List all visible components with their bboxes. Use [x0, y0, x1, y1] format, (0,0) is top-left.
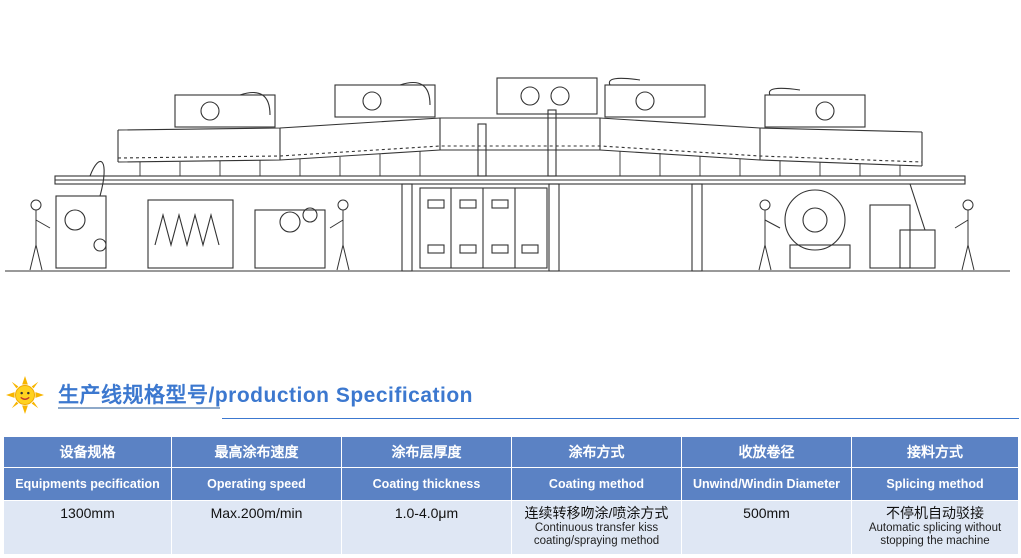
- header-en-thickness: Coating thickness: [341, 467, 512, 501]
- header-en-speed: Operating speed: [171, 467, 342, 501]
- thickness-value: 1.0-4.0μm: [394, 505, 459, 521]
- header-en-splicing: Splicing method: [851, 467, 1019, 501]
- production-line-drawing: [5, 77, 1010, 272]
- cell-speed: Max.200m/min: [171, 500, 342, 555]
- diameter-value: 500mm: [743, 505, 790, 521]
- header-en-method: Coating method: [511, 467, 682, 501]
- method-zh: 连续转移吻涂/喷涂方式: [524, 505, 669, 521]
- header-en-diameter: Unwind/Windin Diameter: [681, 467, 852, 501]
- header-row-en: Equipments pecification Operating speed …: [3, 467, 1019, 501]
- header-row-zh: 设备规格 最高涂布速度 涂布层厚度 涂布方式 收放卷径 接料方式: [3, 436, 1019, 468]
- spec-table: 设备规格 最高涂布速度 涂布层厚度 涂布方式 收放卷径 接料方式 Equipme…: [3, 436, 1019, 555]
- method-en-line2: coating/spraying method: [533, 535, 660, 547]
- header-zh-splicing: 接料方式: [851, 436, 1019, 468]
- splicing-en-line1: Automatic splicing without: [868, 522, 1002, 534]
- cell-spec: 1300mm: [3, 500, 172, 555]
- header-zh-spec: 设备规格: [3, 436, 172, 468]
- spec-value: 1300mm: [60, 505, 115, 521]
- splicing-en-line2: stopping the machine: [880, 535, 990, 547]
- cell-thickness: 1.0-4.0μm: [341, 500, 512, 555]
- header-zh-speed: 最高涂布速度: [171, 436, 342, 468]
- section-title: 生产线规格型号/production Specification: [58, 384, 474, 407]
- header-zh-method: 涂布方式: [511, 436, 682, 468]
- table-row: 1300mm Max.200m/min 1.0-4.0μm 连续转移吻涂/喷涂方…: [3, 500, 1019, 555]
- method-en-line1: Continuous transfer kiss: [534, 522, 659, 534]
- heading-rule: [222, 418, 1019, 419]
- cell-diameter: 500mm: [681, 500, 852, 555]
- cell-splicing: 不停机自动驳接 Automatic splicing without stopp…: [851, 500, 1019, 555]
- header-en-spec: Equipments pecification: [3, 467, 172, 501]
- cell-method: 连续转移吻涂/喷涂方式 Continuous transfer kiss coa…: [511, 500, 682, 555]
- title-underline: [58, 407, 220, 409]
- sun-icon: [6, 376, 44, 414]
- section-heading: 生产线规格型号/production Specification: [0, 372, 1021, 422]
- header-zh-diameter: 收放卷径: [681, 436, 852, 468]
- header-zh-thickness: 涂布层厚度: [341, 436, 512, 468]
- splicing-zh: 不停机自动驳接: [886, 505, 984, 521]
- speed-value: Max.200m/min: [210, 505, 303, 521]
